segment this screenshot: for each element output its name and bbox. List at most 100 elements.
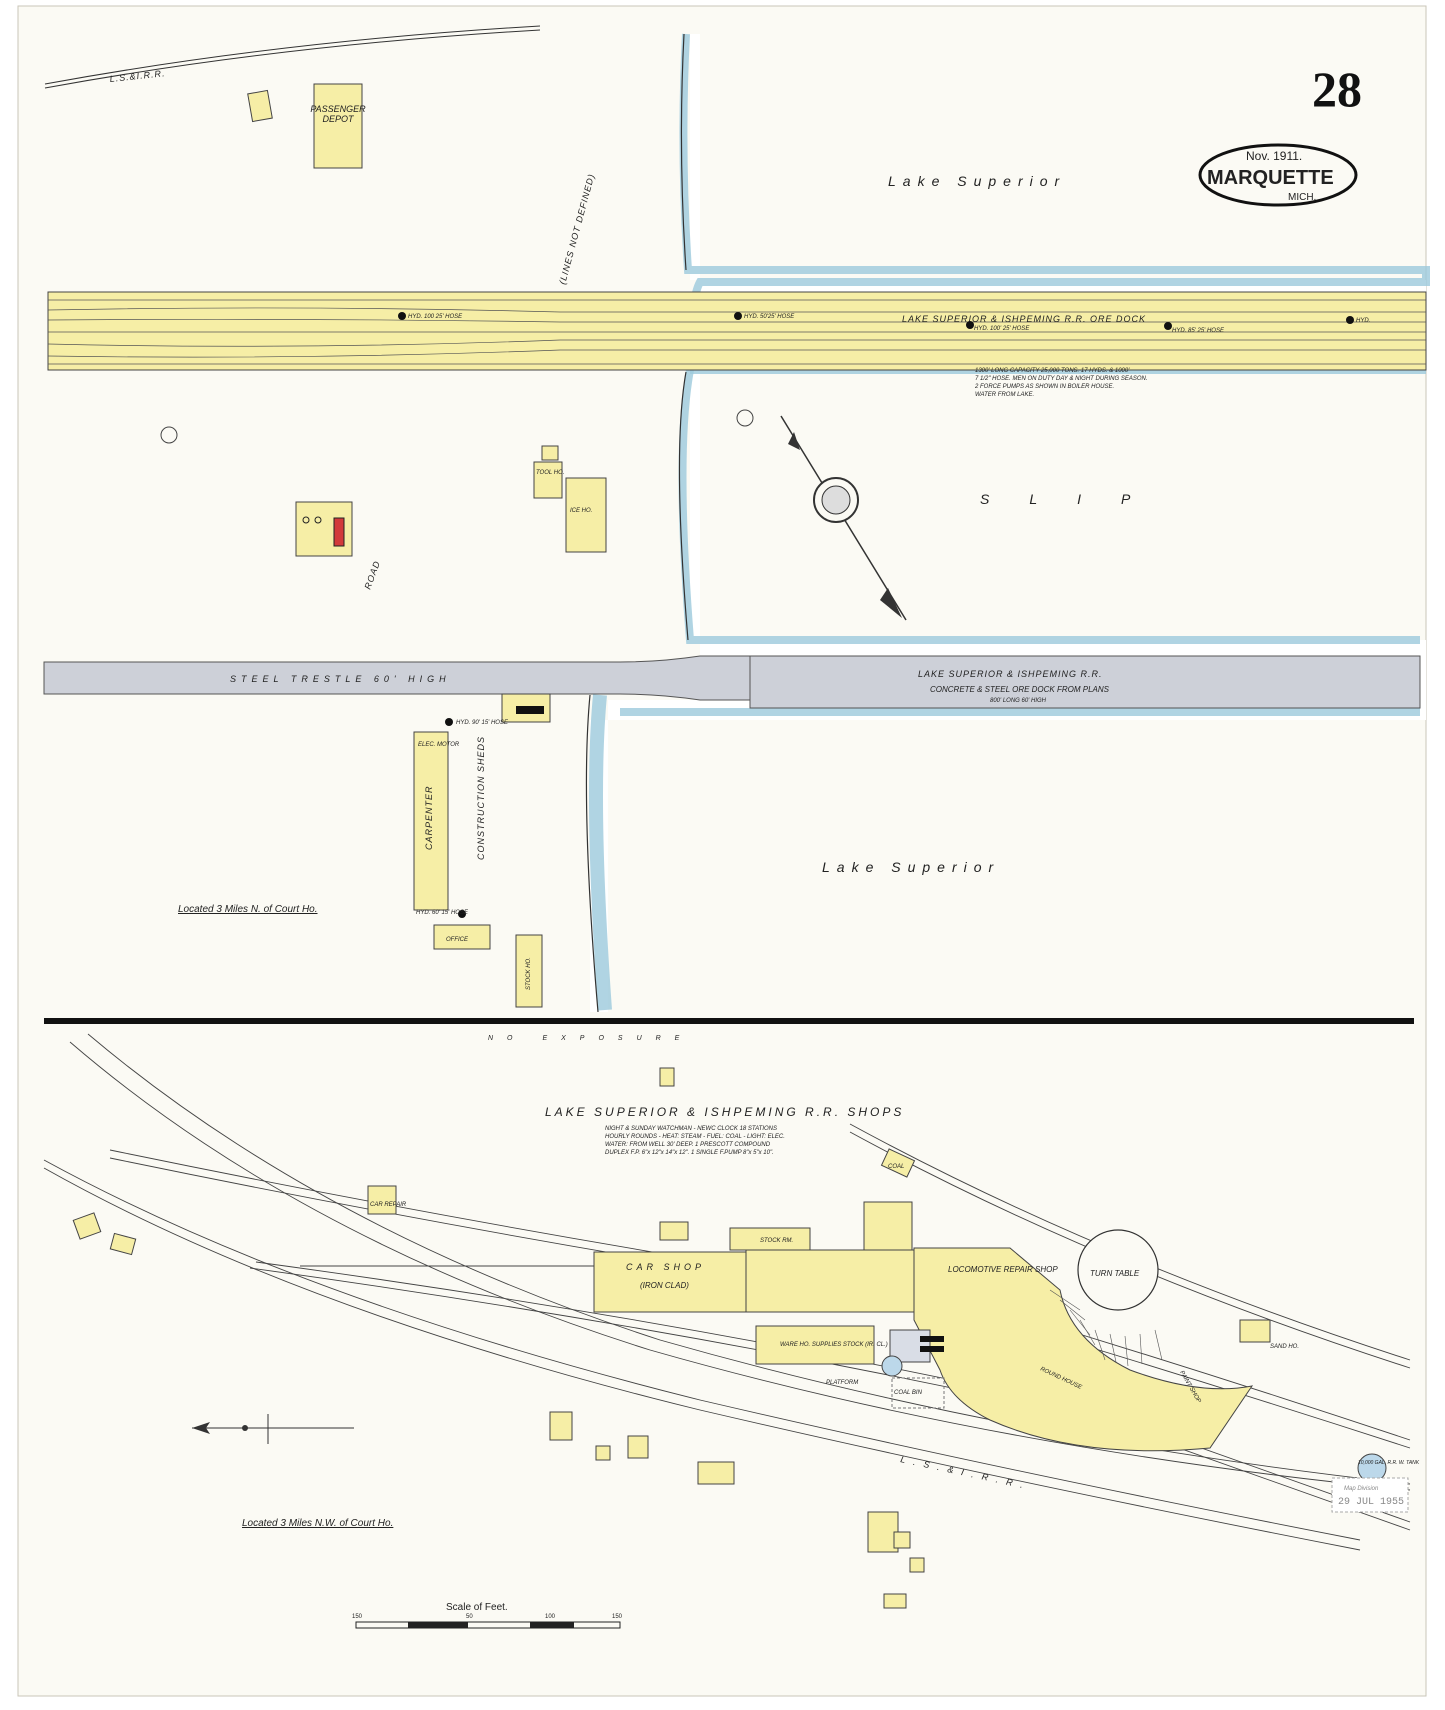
concrete-ore-dock bbox=[749, 655, 1421, 709]
platform-label: PLATFORM bbox=[826, 1380, 858, 1386]
coal-bin bbox=[891, 1377, 945, 1409]
section-divider bbox=[44, 1018, 1414, 1024]
locomotive-shop-label: LOCOMOTIVE REPAIR SHOP bbox=[948, 1265, 1058, 1274]
engine-icon bbox=[516, 706, 544, 714]
ore-dock-label: LAKE SUPERIOR & ISHPEMING R.R. ORE DOCK bbox=[902, 314, 1146, 324]
small-building bbox=[659, 1067, 675, 1087]
ware-house-building bbox=[755, 1325, 875, 1365]
ore-dock-note: 1300' LONG CAPACITY 25,000 TONS. 17 HYDS… bbox=[975, 368, 1130, 374]
water-tank-label: 10,000 GAL. R.R. W. TANK bbox=[1358, 1460, 1420, 1466]
location-note-north: Located 3 Miles N. of Court Ho. bbox=[178, 904, 318, 915]
small-building bbox=[863, 1201, 913, 1251]
small-building bbox=[697, 1461, 735, 1485]
small-building bbox=[595, 1445, 611, 1461]
hydrant-label: HYD. 100 25' HOSE bbox=[408, 314, 463, 320]
small-building bbox=[247, 89, 273, 123]
boiler-icon bbox=[920, 1346, 944, 1352]
hydrant-label: HYD. 60' 15' HOSE bbox=[416, 910, 469, 916]
railroad-line bbox=[44, 29, 541, 89]
boiler-icon bbox=[920, 1336, 944, 1342]
coal-bin-label: COAL BIN bbox=[894, 1390, 923, 1396]
small-building bbox=[541, 445, 559, 461]
hydrant-icon bbox=[734, 312, 742, 320]
shops-note: WATER: FROM WELL 30' DEEP. 1 PRESCOTT CO… bbox=[605, 1142, 771, 1148]
shops-title: LAKE SUPERIOR & ISHPEMING R.R. SHOPS bbox=[545, 1105, 904, 1119]
sand-house-building bbox=[1239, 1319, 1271, 1343]
compass-rose-icon bbox=[780, 415, 907, 621]
tool-house-label: TOOL HO. bbox=[536, 470, 564, 476]
hydrant-label: HYD. 100' 25' HOSE bbox=[974, 326, 1030, 332]
library-stamp bbox=[1331, 1477, 1409, 1513]
construction-sheds-label: CONSTRUCTION SHEDS bbox=[476, 736, 486, 860]
city-name: MARQUETTE bbox=[1207, 167, 1334, 189]
stamp-line2: 29 JUL 1955 bbox=[1338, 1497, 1404, 1508]
carpenter-label: CARPENTER bbox=[424, 785, 434, 850]
car-shop-building bbox=[593, 1251, 747, 1313]
lake-superior-label-bottom: Lake Superior bbox=[822, 859, 1000, 875]
scale-tick: 150 bbox=[352, 1614, 363, 1620]
lake-superior-label-top: Lake Superior bbox=[888, 173, 1066, 189]
elec-motor-label: ELEC. MOTOR bbox=[418, 742, 460, 748]
small-building bbox=[109, 1232, 137, 1256]
turn-table-icon bbox=[1077, 1229, 1159, 1311]
shop-building bbox=[745, 1249, 915, 1313]
block-number-circle bbox=[160, 426, 178, 444]
block-number-circle bbox=[736, 409, 754, 427]
ore-dock-note: 2 FORCE PUMPS AS SHOWN IN BOILER HOUSE. bbox=[974, 384, 1114, 390]
boiler-icon bbox=[333, 517, 345, 547]
scale-tick: 100 bbox=[545, 1614, 556, 1620]
office-building bbox=[433, 924, 491, 950]
small-building bbox=[72, 1212, 102, 1240]
car-repair-building bbox=[367, 1185, 397, 1215]
turn-table-label: TURN TABLE bbox=[1090, 1269, 1140, 1278]
hydrant-label: HYD. 50'25' HOSE bbox=[744, 314, 795, 320]
passenger-depot-label: PASSENGER DEPOT bbox=[310, 104, 366, 124]
state-name: MICH. bbox=[1288, 192, 1316, 203]
car-shop-label: CAR SHOP bbox=[626, 1262, 705, 1272]
office-label: OFFICE bbox=[446, 937, 469, 943]
location-note-south: Located 3 Miles N.W. of Court Ho. bbox=[242, 1518, 393, 1529]
ore-dock-note: WATER FROM LAKE. bbox=[975, 392, 1034, 398]
small-building bbox=[909, 1557, 925, 1573]
stock-house-building bbox=[515, 934, 543, 1008]
small-building bbox=[549, 1411, 573, 1441]
scale-tick: 150 bbox=[612, 1614, 623, 1620]
stock-house-label: STOCK HO. bbox=[526, 957, 532, 990]
small-building bbox=[883, 1593, 907, 1609]
shops-note: NIGHT & SUNDAY WATCHMAN - NEWC CLOCK 18 … bbox=[605, 1126, 777, 1132]
roundhouse-building bbox=[913, 1247, 1254, 1452]
hydrant-icon bbox=[1164, 322, 1172, 330]
passenger-depot-building bbox=[313, 83, 363, 169]
north-arrow-icon bbox=[192, 1414, 354, 1444]
pump-icon bbox=[314, 516, 322, 524]
sheet-number: 28 bbox=[1312, 61, 1362, 117]
scale-title: Scale of Feet. bbox=[446, 1602, 508, 1613]
small-building bbox=[659, 1221, 689, 1241]
concrete-dock-dims: 800' LONG 60' HIGH bbox=[990, 698, 1047, 704]
shops-note: DUPLEX F.P. 6"x 12"x 14"x 12". 1 SINGLE … bbox=[605, 1150, 774, 1156]
concrete-dock-label: LAKE SUPERIOR & ISHPEMING R.R. bbox=[918, 669, 1103, 679]
car-shop-sub: (IRON CLAD) bbox=[640, 1281, 689, 1290]
stock-room-label: STOCK RM. bbox=[760, 1238, 793, 1244]
sheet-date: Nov. 1911. bbox=[1246, 149, 1302, 163]
ware-house-label: WARE HO. SUPPLIES STOCK (IR. CL.) bbox=[780, 1342, 888, 1348]
tool-house-building bbox=[533, 461, 563, 499]
stock-room-building bbox=[729, 1227, 811, 1251]
concrete-dock-sub: CONCRETE & STEEL ORE DOCK FROM PLANS bbox=[930, 685, 1110, 694]
sand-house-label: SAND HO. bbox=[1270, 1344, 1299, 1350]
pump-icon bbox=[302, 516, 310, 524]
hydrant-icon bbox=[966, 321, 974, 329]
ore-dock-note: 7 1/2" HOSE. MEN ON DUTY DAY & NIGHT DUR… bbox=[975, 376, 1148, 382]
steel-trestle-label: STEEL TRESTLE 60' HIGH bbox=[230, 674, 451, 684]
title-cartouche bbox=[1198, 143, 1358, 207]
ore-dock-hydrants: HYD. 100 25' HOSE HYD. 50'25' HOSE HYD. … bbox=[398, 312, 1370, 334]
ice-house-label: ICE HO. bbox=[570, 508, 592, 514]
small-building bbox=[867, 1511, 899, 1553]
stamp-line1: Map Division bbox=[1344, 1486, 1379, 1492]
hydrant-icon bbox=[445, 718, 453, 726]
coal-building bbox=[880, 1148, 916, 1178]
no-exposure-label: NO EXPOSURE bbox=[488, 1035, 693, 1042]
coal-label: COAL bbox=[888, 1164, 904, 1170]
hydrant-icon bbox=[398, 312, 406, 320]
carpenter-building bbox=[413, 731, 449, 911]
